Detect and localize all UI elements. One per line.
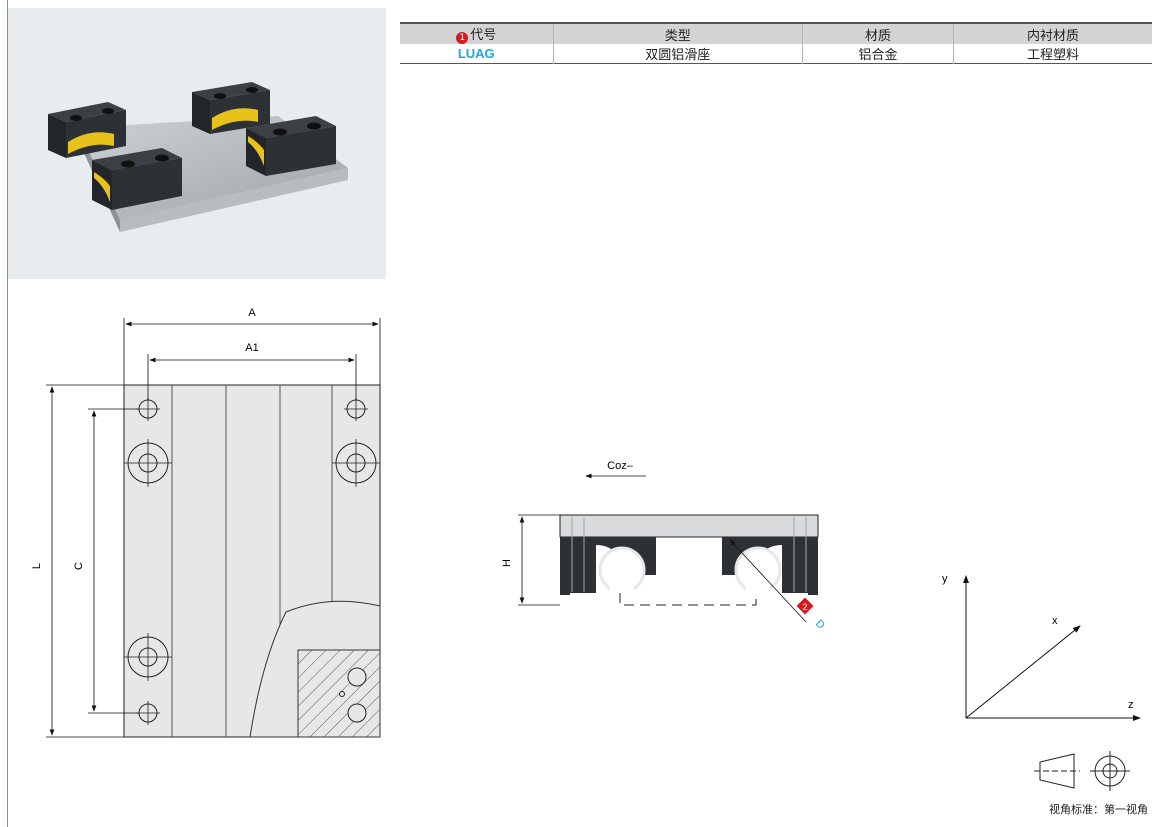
cell-code: LUAG <box>457 46 495 61</box>
page-left-border <box>7 0 8 827</box>
dim-h-label: H <box>501 559 513 567</box>
axis-y-label: y <box>942 573 948 585</box>
header-code-label: 代号 <box>470 28 497 43</box>
dim-a1-label: A1 <box>245 342 258 354</box>
product-photo <box>8 8 386 279</box>
badge-2-shape <box>796 597 814 615</box>
cell-type: 双圆铝滑座 <box>552 44 803 64</box>
spec-table-row: LUAG 双圆铝滑座 铝合金 工程塑料 <box>400 44 1152 64</box>
top-view <box>123 384 381 738</box>
dimension-lines <box>46 318 381 738</box>
side-view: Coz– H 2 D <box>501 460 827 632</box>
header-type: 类型 <box>552 23 803 44</box>
first-angle-projection-icon <box>1034 751 1130 791</box>
badge-2: 2 <box>802 602 807 612</box>
product-photo-illustration <box>48 82 348 232</box>
view-standard-label: 视角标准：第一视角 <box>1049 803 1148 816</box>
coz-label: Coz– <box>607 460 634 472</box>
header-material: 材质 <box>801 23 954 44</box>
axis-z-label: z <box>1128 699 1134 711</box>
badge-1: 1 <box>456 32 469 44</box>
dim-d-label: D <box>813 618 827 632</box>
coordinate-axes <box>963 575 1141 721</box>
dim-c-label: C <box>73 562 85 570</box>
dim-a-label: A <box>248 307 256 319</box>
cell-liner-material: 工程塑料 <box>953 44 1152 64</box>
header-liner-material: 内衬材质 <box>953 23 1152 44</box>
dim-l-label: L <box>31 563 43 569</box>
cell-material: 铝合金 <box>801 44 954 64</box>
axis-x-label: x <box>1052 615 1058 627</box>
